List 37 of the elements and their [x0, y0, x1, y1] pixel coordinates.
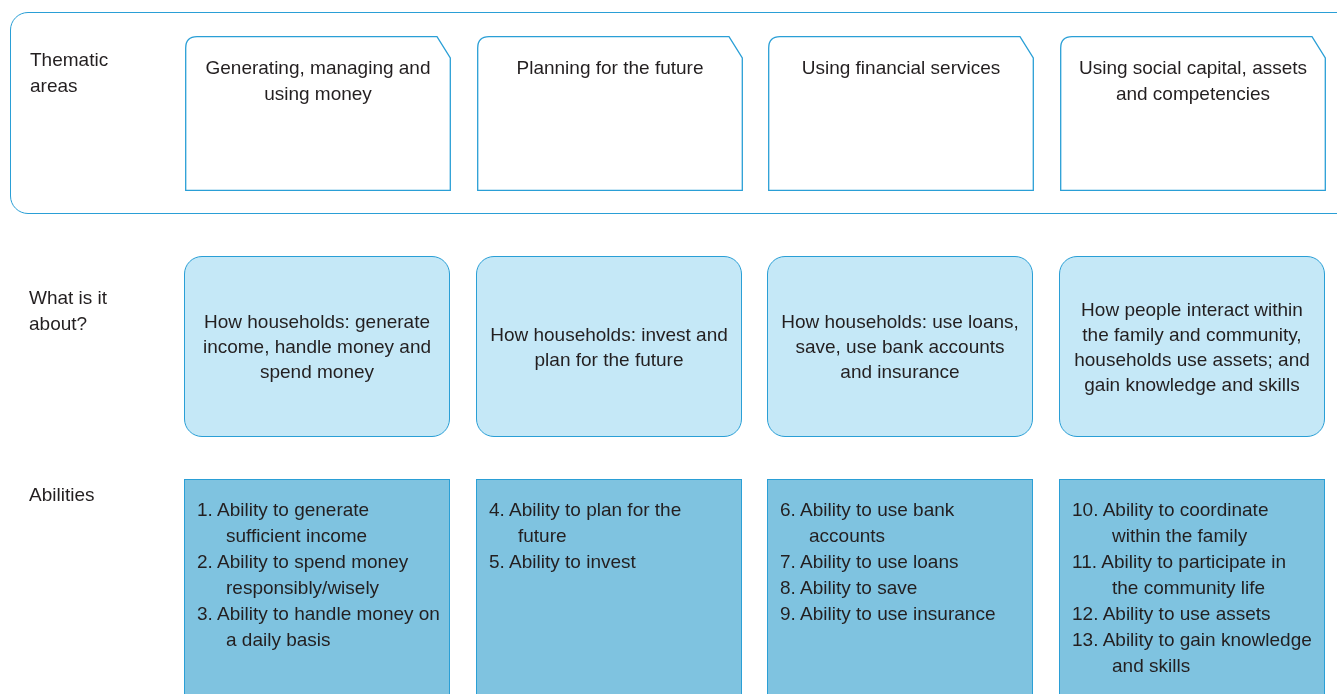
ability-item: 12. Ability to use assets	[1072, 602, 1272, 626]
row-heading: What is it about?	[29, 286, 109, 336]
ability-item: 5. Ability to invest	[489, 550, 637, 574]
description-box	[184, 256, 450, 437]
tab-card	[477, 36, 743, 191]
ability-item: 10. Ability to coordinate within the family	[1072, 498, 1270, 548]
ability-item: 8. Ability to save	[780, 576, 919, 600]
area-title: Planning for the future	[515, 56, 705, 80]
row-heading: Thematic areas	[30, 48, 110, 98]
ability-item: 1. Ability to generate sufficient income	[197, 498, 371, 548]
tab-card	[768, 36, 1034, 191]
tab-card	[1060, 36, 1326, 191]
description-text: How households: invest and plan for the future	[489, 322, 729, 372]
ability-item: 6. Ability to use bank accounts	[780, 498, 956, 548]
ability-item: 11. Ability to participate in the community life	[1072, 550, 1288, 600]
group-panel	[10, 12, 1337, 214]
area-title: Using social capital, assets and competencies	[1078, 56, 1308, 106]
description-box	[1059, 256, 1325, 437]
row-heading: Abilities	[29, 483, 96, 507]
description-box	[767, 256, 1033, 437]
area-title: Using financial services	[800, 56, 1002, 80]
description-text: How households: generate income, handle money and spend money	[201, 310, 433, 384]
tab-card	[185, 36, 451, 191]
description-text: How households: use loans, save, use bank accounts and insurance	[780, 310, 1020, 384]
ability-item: 2. Ability to spend money responsibly/wisely	[197, 550, 410, 600]
ability-item: 13. Ability to gain knowledge and skills	[1072, 628, 1313, 678]
ability-item: 7. Ability to use loans	[780, 550, 960, 574]
abilities-box	[476, 479, 742, 694]
description-box	[476, 256, 742, 437]
abilities-box	[1059, 479, 1325, 694]
ability-item: 3. Ability to handle money on a daily basis	[197, 602, 441, 652]
description-text: How people interact within the family and community, households use assets; and gain knowledge and skills	[1073, 297, 1311, 397]
ability-item: 4. Ability to plan for the future	[489, 498, 683, 548]
abilities-box	[184, 479, 450, 694]
ability-item: 9. Ability to use insurance	[780, 602, 997, 626]
abilities-box	[767, 479, 1033, 694]
area-title: Generating, managing and using money	[204, 56, 432, 106]
